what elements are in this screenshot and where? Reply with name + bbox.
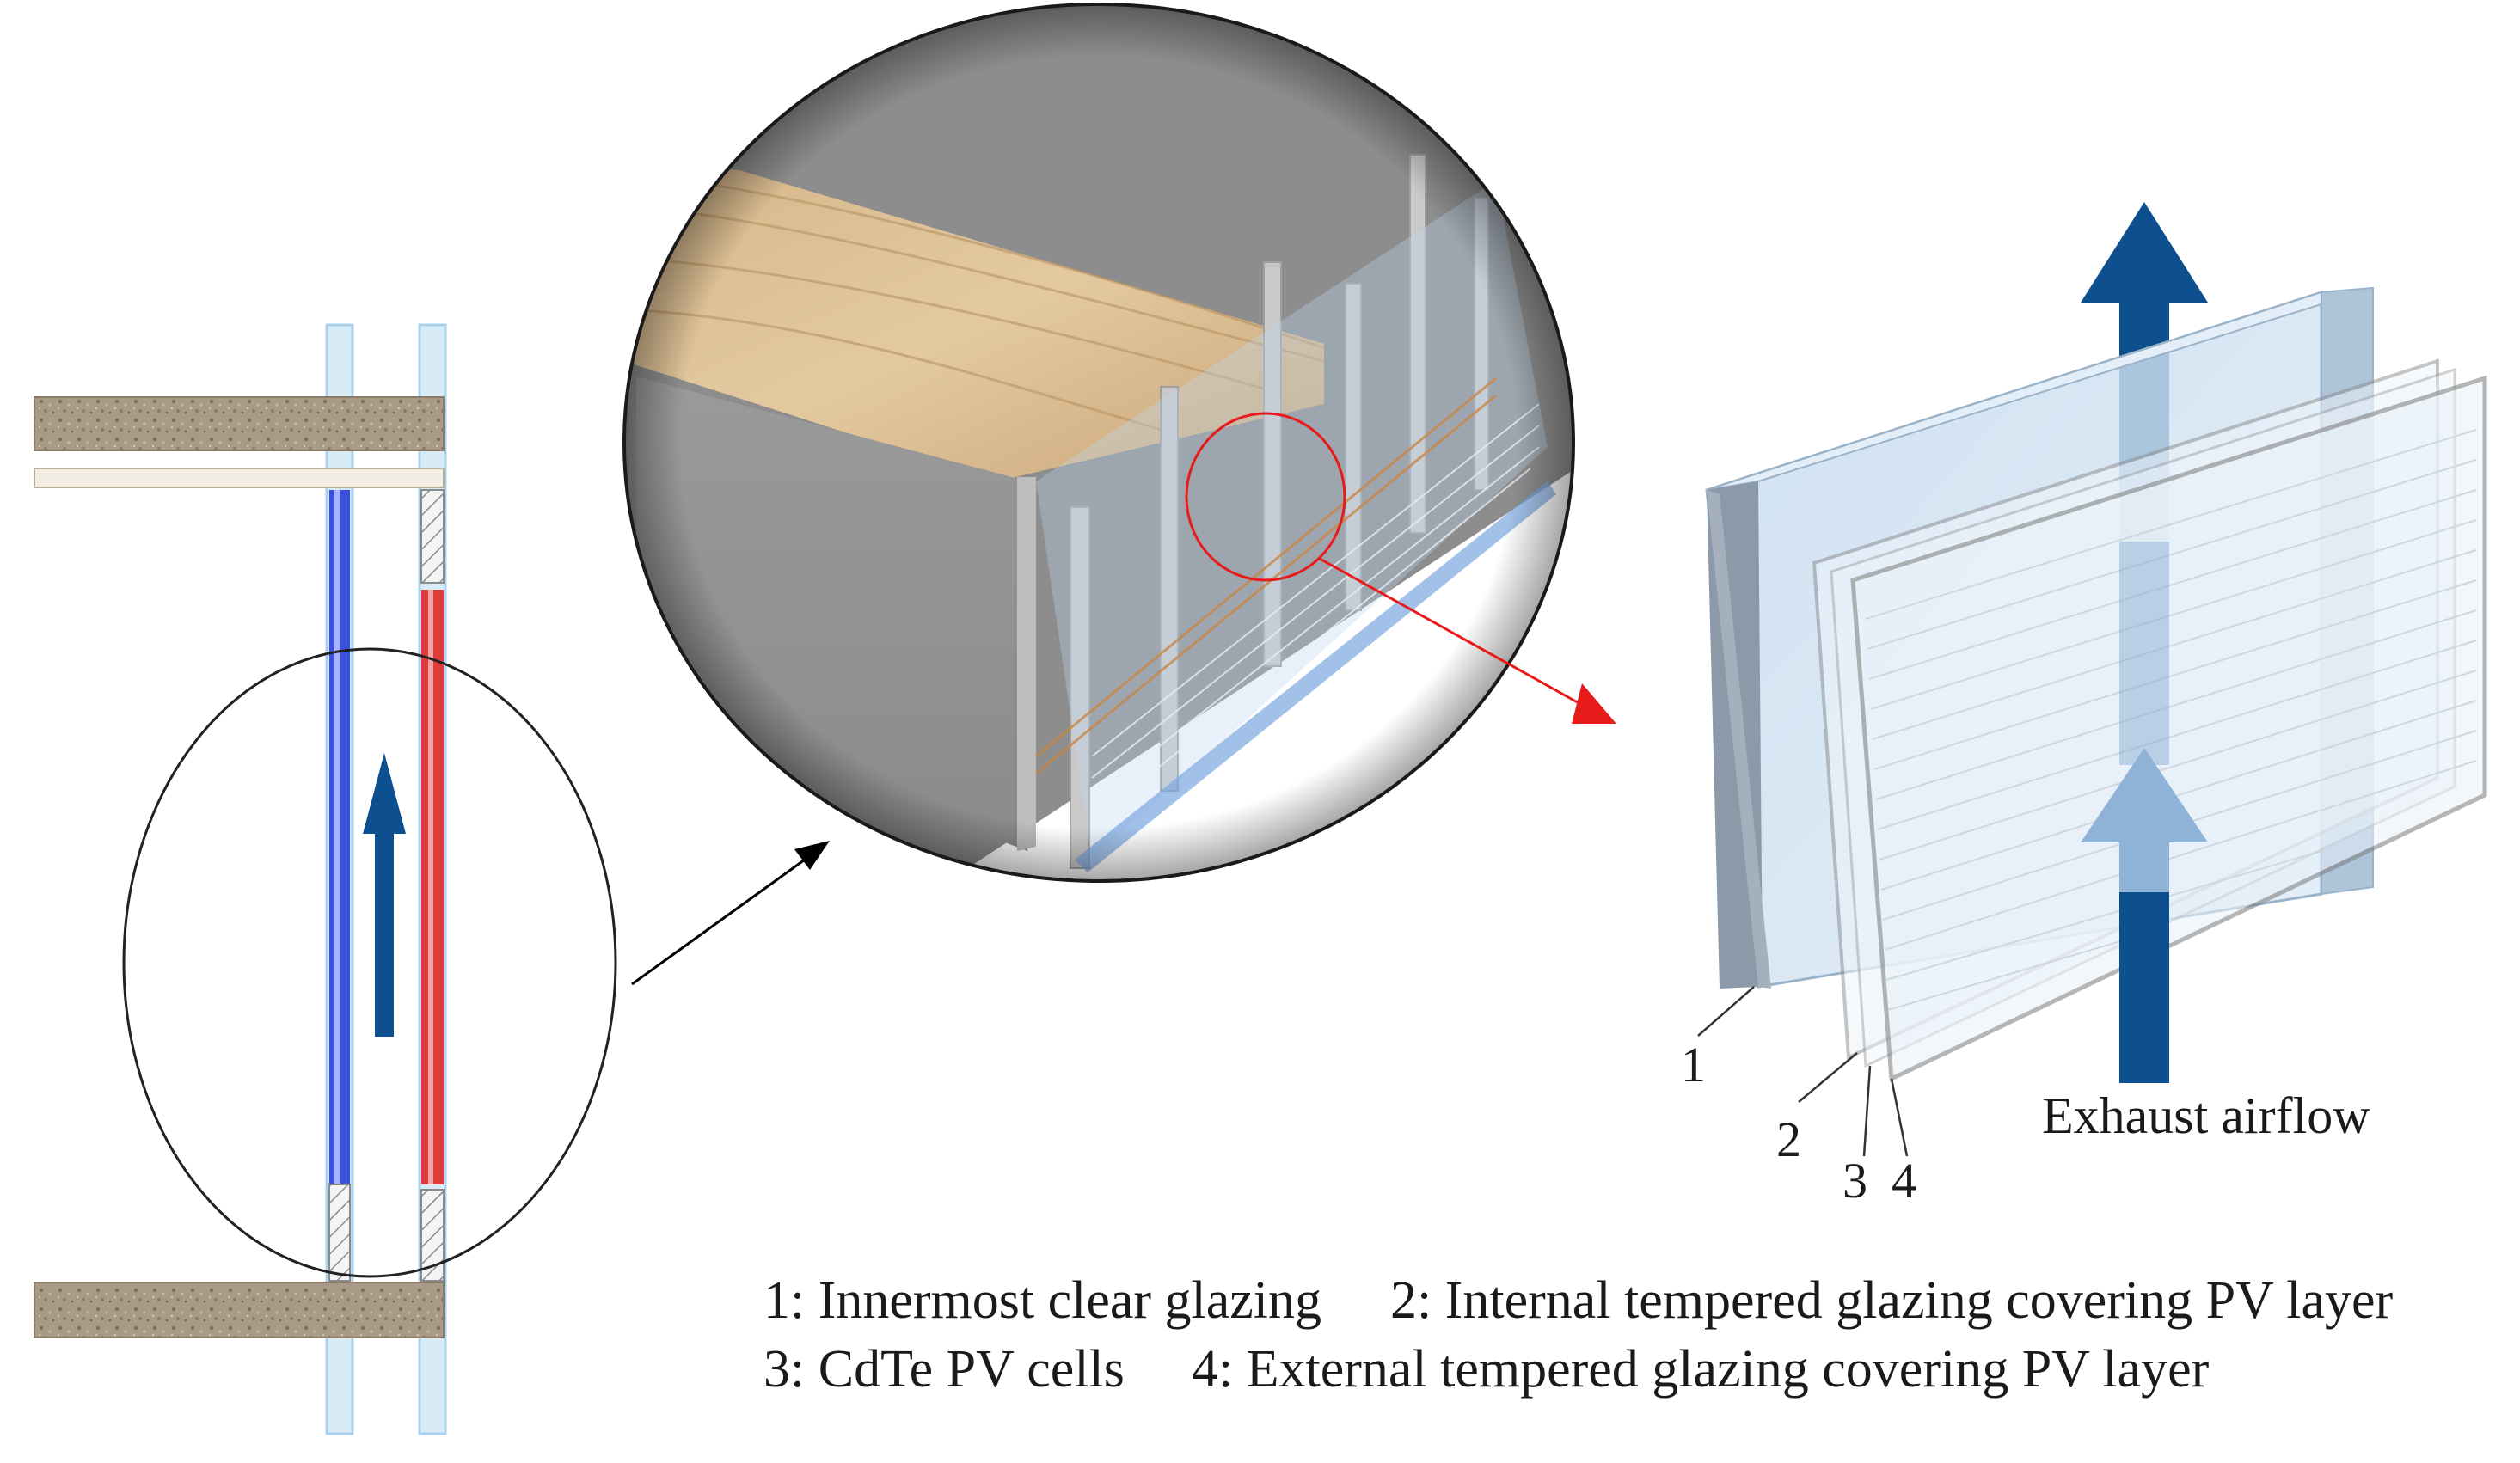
legend-item-1: 1: Innermost clear glazing <box>763 1271 1322 1330</box>
exhaust-arrow-bottom <box>2081 748 2208 1083</box>
zoom-pointer-arrow <box>631 849 818 986</box>
part-number-4: 4 <box>1892 1153 1916 1209</box>
part-number-2: 2 <box>1776 1111 1801 1167</box>
section-view <box>34 323 617 1435</box>
leader-4 <box>1890 1078 1909 1157</box>
cavity-airflow-arrow <box>363 753 406 1037</box>
outer-frame-top <box>420 489 445 584</box>
part-number-3: 3 <box>1842 1153 1867 1209</box>
legend-row-1: 1: Innermost clear glazing 2: Internal te… <box>763 1270 2393 1331</box>
part-number-1: 1 <box>1681 1037 1706 1093</box>
legend-item-3: 3: CdTe PV cells <box>763 1340 1125 1399</box>
inner-frame-bottom <box>328 1184 351 1282</box>
bottom-floor-slab <box>34 1282 445 1338</box>
detail-ellipse <box>122 647 617 1278</box>
legend-item-4: 4: External tempered glazing covering PV… <box>1191 1340 2210 1399</box>
zoom-circle <box>622 3 1575 883</box>
detail-pointer-arrow <box>1319 557 1583 707</box>
exploded-glazing: 1 2 3 4 Exhaust airflow <box>1681 202 2487 1209</box>
airflow-label: Exhaust airflow <box>2042 1087 2370 1144</box>
exhaust-arrow-through-panes <box>2119 542 2169 765</box>
top-floor-slab <box>34 396 445 451</box>
legend-item-2: 2: Internal tempered glazing covering PV… <box>1390 1271 2394 1330</box>
leader-1 <box>1697 986 1755 1037</box>
leader-2 <box>1798 1052 1858 1103</box>
ceiling-board <box>34 468 445 488</box>
leader-3 <box>1862 1065 1872 1157</box>
legend-row-2: 3: CdTe PV cells 4: External tempered gla… <box>763 1339 2209 1400</box>
